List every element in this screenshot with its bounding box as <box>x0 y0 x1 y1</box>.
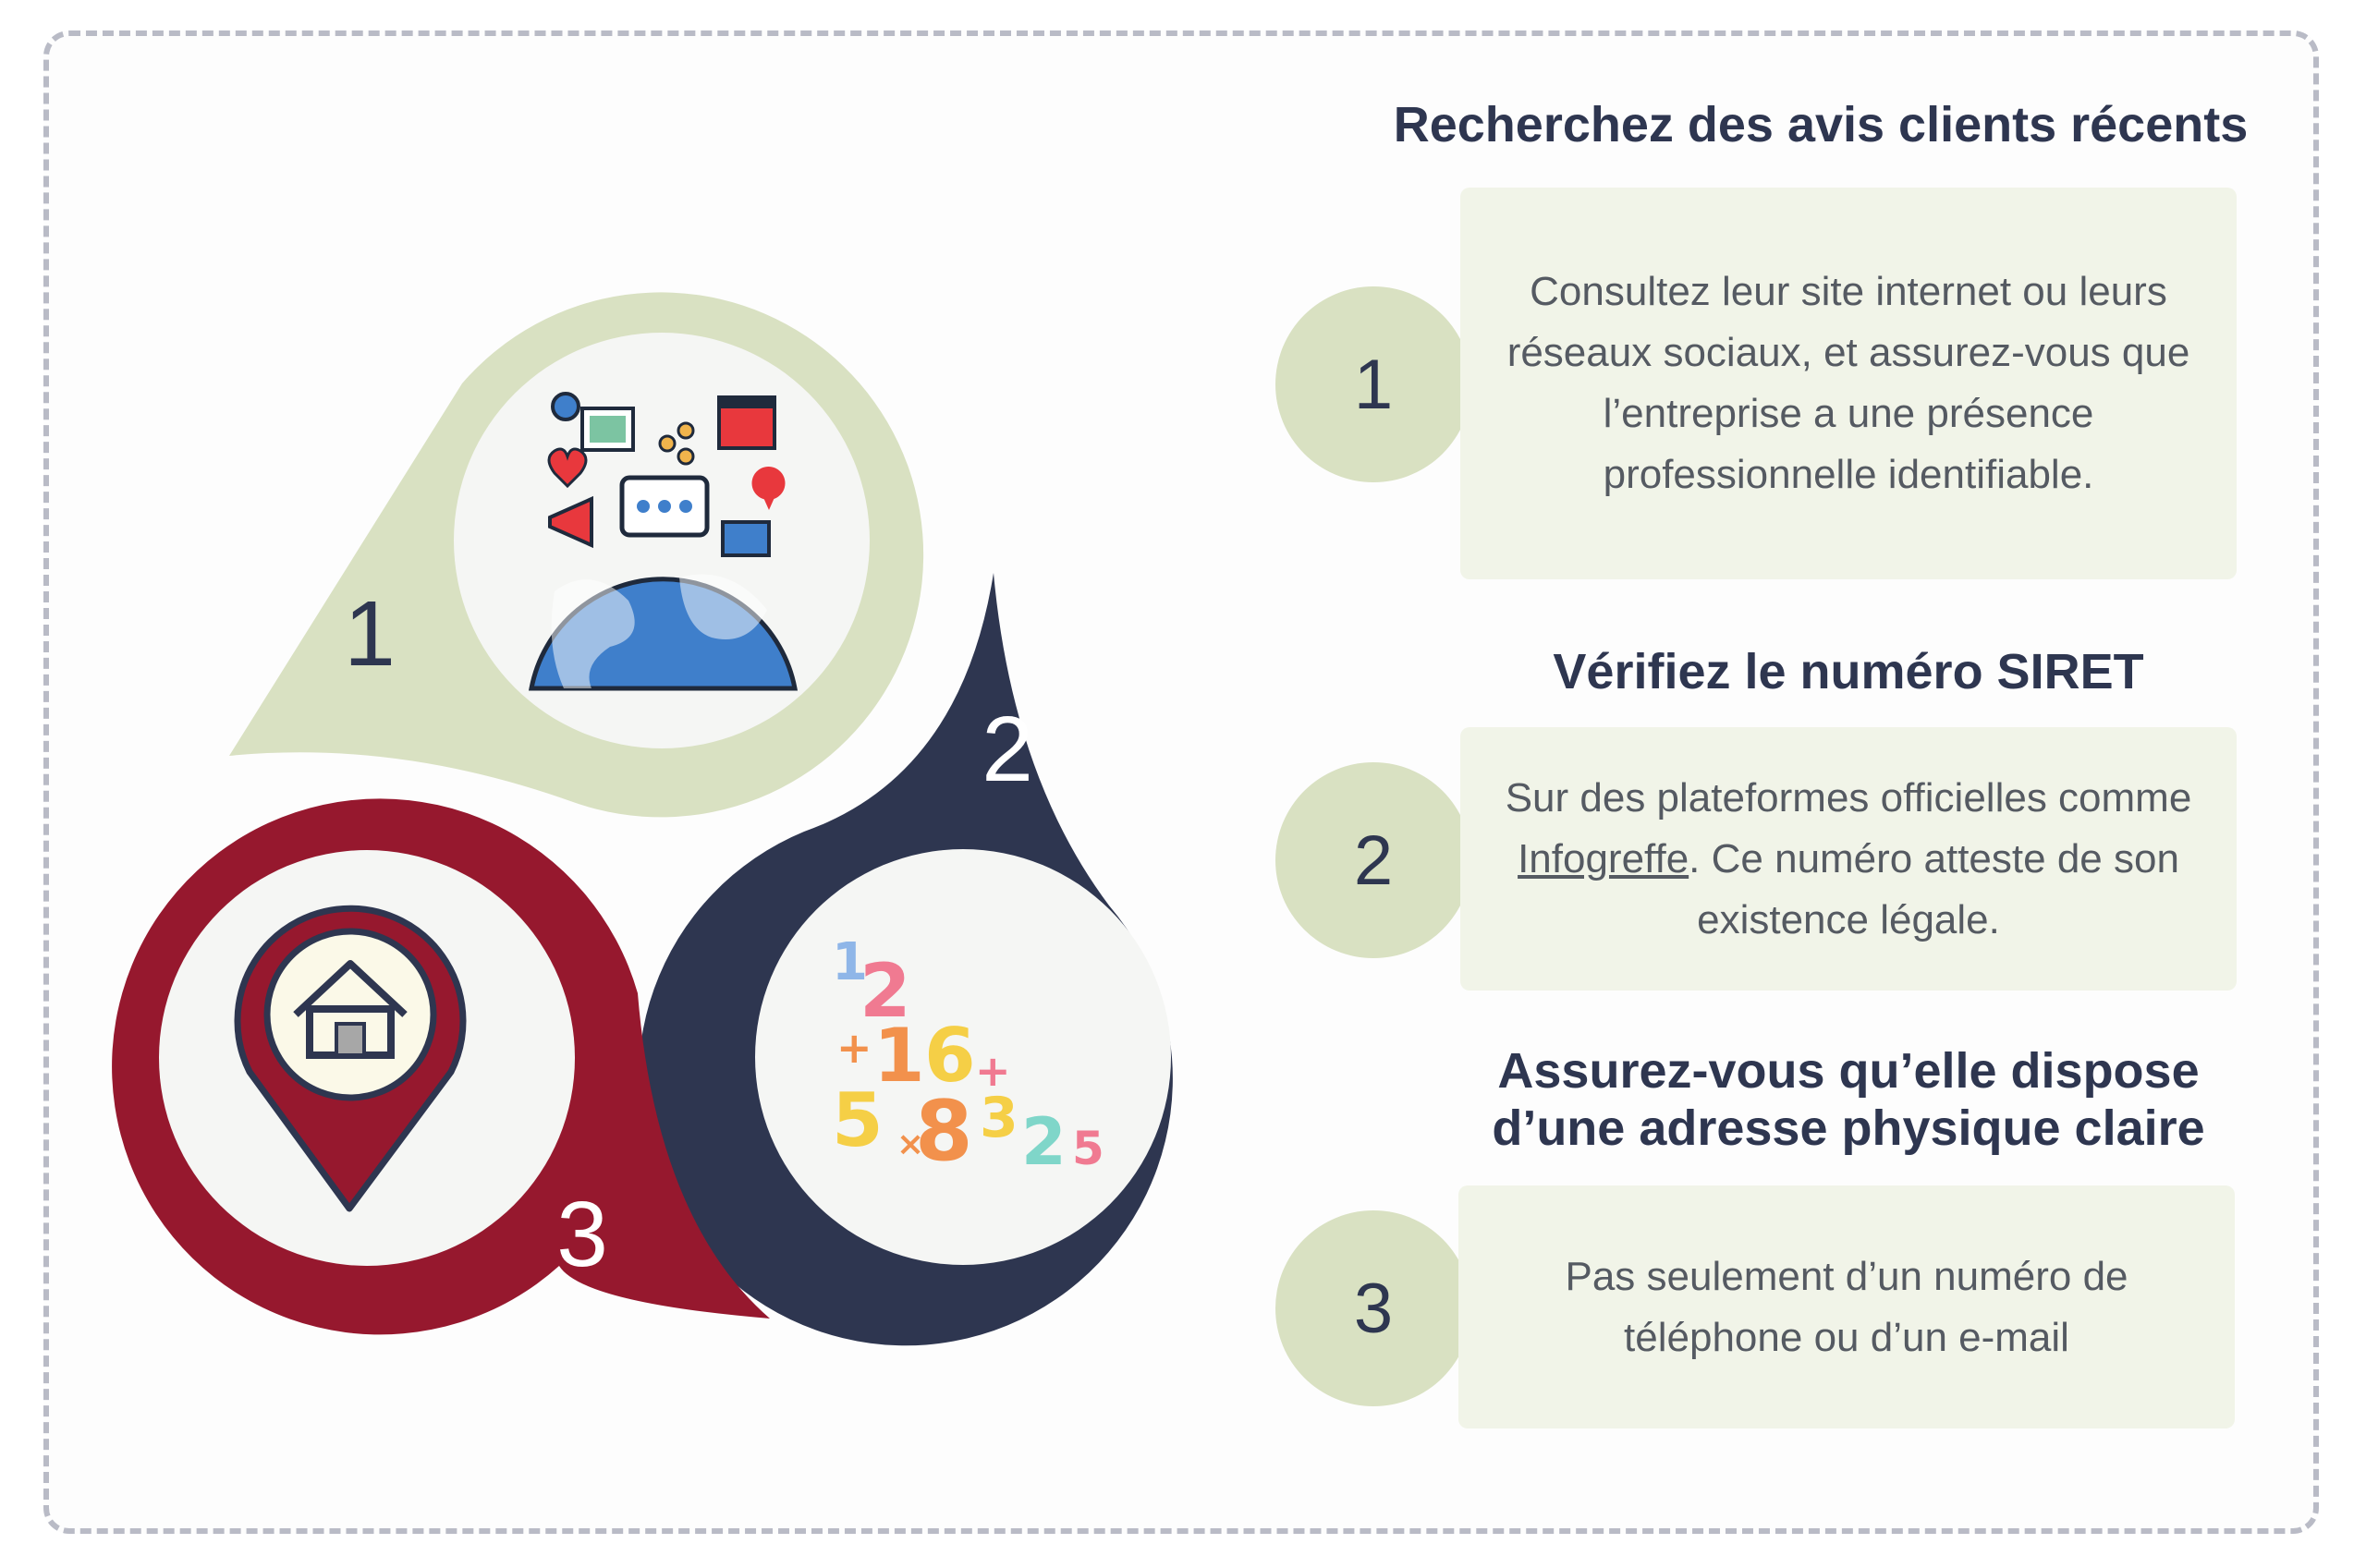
svg-text:5: 5 <box>1072 1122 1104 1175</box>
svg-text:2: 2 <box>860 948 911 1034</box>
step-1-number: 1 <box>344 582 396 686</box>
step-3-drop: 3 <box>112 798 770 1335</box>
step-1-description-box: Consultez leur site internet ou leurs ré… <box>1460 188 2237 579</box>
svg-text:+: + <box>836 1023 872 1073</box>
svg-text:×: × <box>896 1125 924 1163</box>
home-location-pin-icon <box>234 905 467 1212</box>
svg-text:1: 1 <box>832 932 868 992</box>
svg-text:5: 5 <box>832 1077 884 1163</box>
svg-text:6: 6 <box>924 1013 976 1099</box>
step-1-title: Recherchez des avis clients récents <box>1393 97 2249 152</box>
infogreffe-link[interactable]: Infogreffe <box>1518 835 1689 881</box>
svg-text:3: 3 <box>980 1086 1018 1150</box>
step-1-badge: 1 <box>1275 286 1471 482</box>
step-2-badge: 2 <box>1275 762 1471 958</box>
step-2-text-before: Sur des plateformes officielles comme <box>1505 774 2192 820</box>
step-2-title: Vérifiez le numéro SIRET <box>1553 644 2144 699</box>
step-3-description: Pas seulement d’un numéro de téléphone o… <box>1565 1253 2128 1360</box>
svg-text:+: + <box>975 1046 1011 1096</box>
step-3-title-line-1: Assurez-vous qu’elle dispose <box>1497 1043 2200 1099</box>
svg-text:8: 8 <box>915 1083 973 1180</box>
step-1-description: Consultez leur site internet ou leurs ré… <box>1506 269 2190 497</box>
step-2-description: Sur des plateformes officielles comme In… <box>1497 768 2200 951</box>
step-3-badge: 3 <box>1275 1210 1471 1406</box>
step-3-title: Assurez-vous qu’elle dispose d’une adres… <box>1386 1042 2311 1157</box>
step-2-text-after: . Ce numéro atteste de son existence lég… <box>1689 835 2179 942</box>
step-3-description-box: Pas seulement d’un numéro de téléphone o… <box>1458 1185 2235 1428</box>
svg-text:2: 2 <box>1021 1104 1067 1180</box>
numbers-icon: 1 2 + 1 6 + 5 × 8 3 2 5 <box>832 932 1104 1180</box>
step-2-description-box: Sur des plateformes officielles comme In… <box>1460 727 2237 991</box>
steps-diagram: 1 2 1 <box>112 292 1173 1346</box>
step-3-number: 3 <box>556 1183 608 1286</box>
step-2-number: 2 <box>982 698 1033 801</box>
step-2-drop: 2 1 2 + 1 6 + 5 × 8 3 2 5 <box>638 573 1173 1346</box>
step-3-title-line-2: d’une adresse physique claire <box>1492 1100 2205 1156</box>
globe-social-media-icon <box>528 392 799 691</box>
step-1-drop: 1 <box>229 292 924 818</box>
svg-text:1: 1 <box>873 1013 925 1099</box>
